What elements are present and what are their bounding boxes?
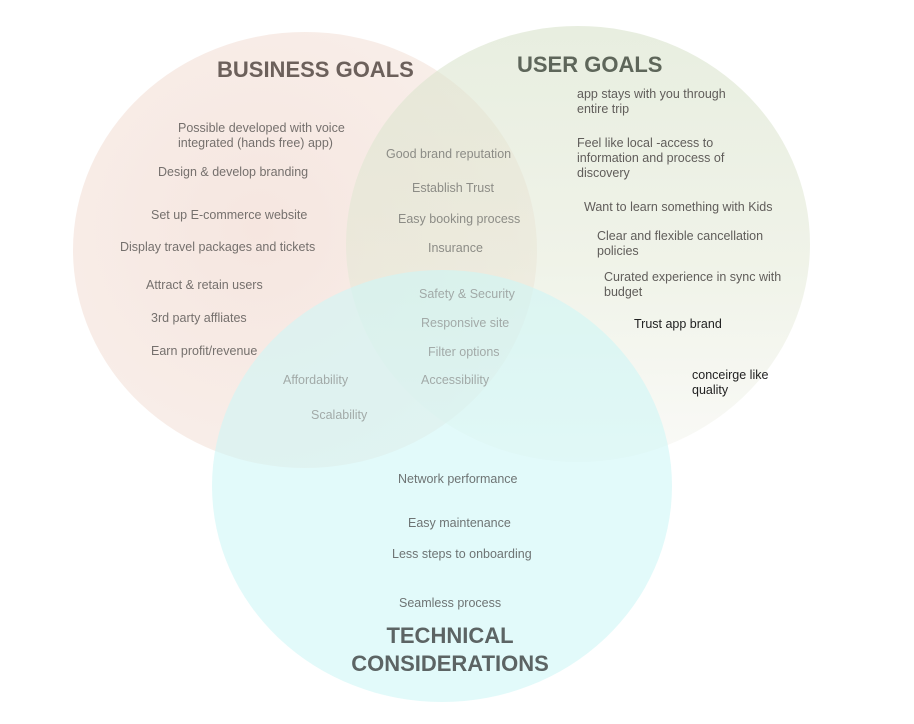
technical-considerations-circle (212, 270, 672, 702)
business-item: Set up E-commerce website (151, 208, 308, 222)
user-item: conceirge like quality (692, 368, 769, 397)
business-item: Display travel packages and tickets (120, 240, 316, 254)
technical-item: Network performance (398, 472, 518, 486)
business-item: Attract & retain users (146, 278, 263, 292)
technical-item: Easy maintenance (408, 516, 511, 530)
user-item: Clear and flexible cancellation policies (597, 229, 764, 258)
all-three-overlap-item: Responsive site (421, 316, 510, 330)
business-item: Design & develop branding (158, 165, 309, 179)
business-item: 3rd party affliates (151, 311, 247, 325)
user-item: app stays with you through entire trip (577, 87, 726, 116)
user-item: Trust app brand (634, 317, 722, 331)
user-item: Want to learn something with Kids (584, 200, 773, 214)
business-goals-title: BUSINESS GOALS (217, 57, 414, 82)
all-three-overlap-item: Accessibility (421, 373, 490, 387)
user-item: Feel like local -access to information a… (577, 136, 725, 180)
technical-item: Less steps to onboarding (392, 547, 532, 561)
all-three-overlap-item: Filter options (428, 345, 500, 359)
business-technical-overlap-item: Affordability (283, 373, 349, 387)
business-user-overlap-item: Easy booking process (398, 212, 521, 226)
business-item: Possible developed with voice integrated… (178, 121, 345, 150)
technical-considerations-title: TECHNICAL CONSIDERATIONS (351, 623, 549, 676)
business-user-overlap-item: Insurance (428, 241, 483, 255)
business-user-overlap-item: Good brand reputation (386, 147, 512, 161)
business-technical-overlap-item: Scalability (311, 408, 368, 422)
all-three-overlap-item: Safety & Security (419, 287, 515, 301)
business-item: Earn profit/revenue (151, 344, 258, 358)
technical-item: Seamless process (399, 596, 502, 610)
business-user-overlap-item: Establish Trust (412, 181, 494, 195)
user-goals-title: USER GOALS (517, 52, 663, 77)
user-item: Curated experience in sync with budget (604, 270, 782, 299)
